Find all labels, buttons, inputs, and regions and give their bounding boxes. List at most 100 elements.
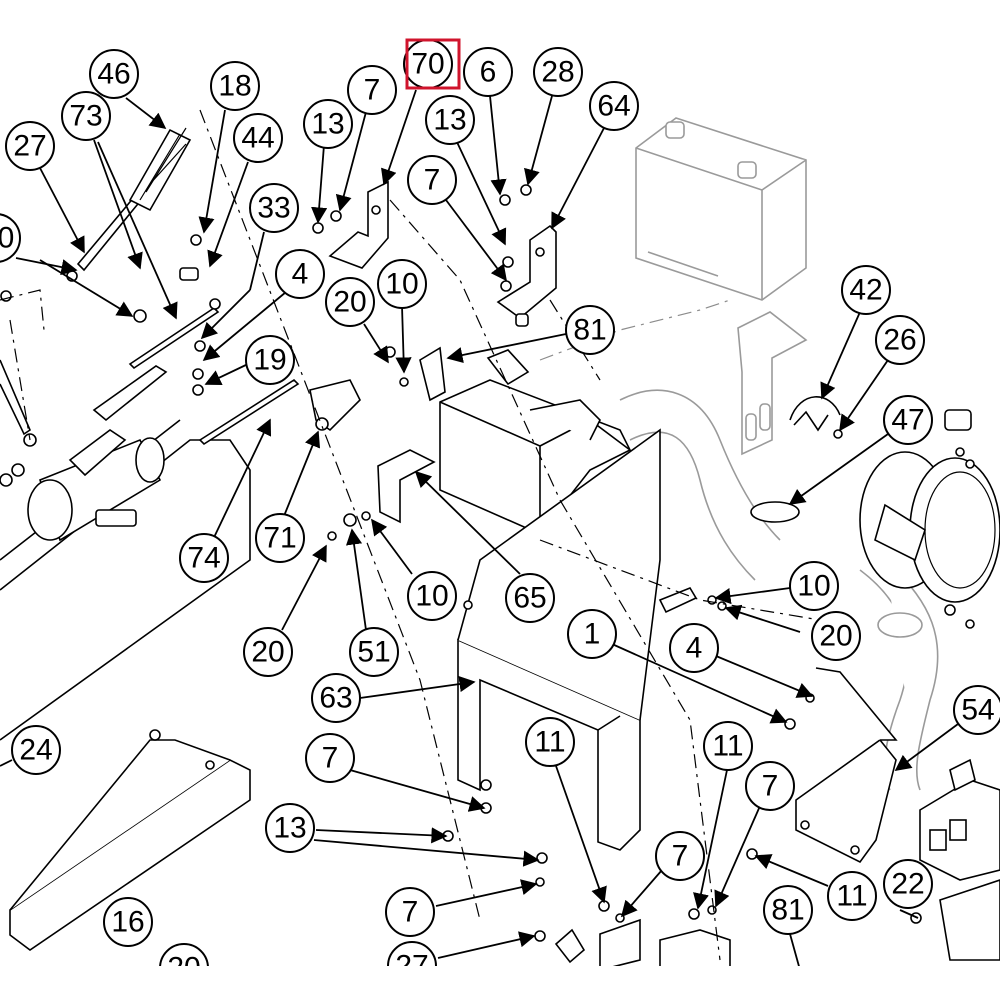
svg-text:27: 27: [13, 130, 46, 163]
svg-text:10: 10: [797, 570, 830, 603]
callout-54: 54: [953, 685, 1000, 735]
bracket-70-part: [328, 180, 389, 269]
callout-18: 18: [210, 61, 260, 111]
callout-47: 47: [883, 395, 933, 445]
svg-text:4: 4: [292, 258, 309, 291]
svg-text:13: 13: [273, 812, 306, 845]
callout-74: 74: [179, 533, 229, 583]
battery-bracket-part: [737, 311, 808, 456]
callout-11-a: 11: [525, 717, 575, 767]
svg-text:64: 64: [597, 90, 630, 123]
svg-text:71: 71: [263, 522, 296, 555]
svg-text:54: 54: [961, 694, 994, 727]
callout-81-top: 81: [565, 305, 615, 355]
svg-text:74: 74: [187, 542, 220, 575]
callout-26: 26: [875, 315, 925, 365]
svg-text:33: 33: [257, 192, 290, 225]
callout-70: 70: [403, 39, 453, 89]
bracket-65-part: [377, 449, 436, 524]
svg-text:0: 0: [0, 222, 14, 255]
svg-text:51: 51: [357, 636, 390, 669]
callout-65: 65: [505, 573, 555, 623]
callout-13-a: 13: [303, 99, 353, 149]
callout-0: 0: [0, 213, 21, 263]
callout-71: 71: [255, 513, 305, 563]
svg-text:81: 81: [573, 314, 606, 347]
svg-text:28: 28: [541, 56, 574, 89]
air-cleaner-part: [750, 409, 1000, 603]
bracket-64-part: [496, 224, 557, 327]
callout-13-c: 13: [265, 803, 315, 853]
callout-4-left: 4: [275, 249, 325, 299]
callout-19: 19: [245, 335, 295, 385]
callout-6: 6: [463, 47, 513, 97]
svg-text:65: 65: [513, 582, 546, 615]
callout-16: 16: [103, 897, 153, 947]
svg-text:4: 4: [686, 632, 703, 665]
callout-13-b: 13: [425, 95, 475, 145]
svg-text:13: 13: [311, 108, 344, 141]
callout-63: 63: [311, 673, 361, 723]
callout-20-c: 20: [811, 611, 861, 661]
svg-text:6: 6: [480, 56, 497, 89]
svg-text:70: 70: [411, 48, 444, 81]
svg-text:7: 7: [322, 742, 339, 775]
air-hose-part: [619, 389, 939, 791]
svg-text:20: 20: [251, 636, 284, 669]
callout-4-right: 4: [669, 623, 719, 673]
svg-text:7: 7: [762, 770, 779, 803]
hardware-parts: [0, 184, 1000, 972]
platform-24-part: [9, 729, 251, 951]
callout-1: 1: [567, 609, 617, 659]
bracket-54-part: [795, 667, 898, 864]
svg-text:22: 22: [891, 868, 924, 901]
callout-28: 28: [533, 47, 583, 97]
callout-11-b: 11: [703, 721, 753, 771]
svg-text:7: 7: [364, 74, 381, 107]
svg-text:11: 11: [534, 726, 565, 759]
svg-text:26: 26: [883, 324, 916, 357]
svg-text:20: 20: [819, 620, 852, 653]
callout-51: 51: [349, 627, 399, 677]
spring-part: [128, 127, 192, 212]
svg-text:11: 11: [836, 880, 867, 913]
battery-part: [635, 117, 807, 301]
callout-73: 73: [61, 91, 111, 141]
callout-20-b: 20: [243, 627, 293, 677]
lever-arm-part: [0, 188, 300, 446]
parts-drawing: [0, 109, 1000, 972]
svg-text:16: 16: [111, 906, 144, 939]
callout-10-b: 10: [407, 571, 457, 621]
svg-text:44: 44: [241, 122, 274, 155]
bottom-margin: [0, 966, 1000, 1000]
callout-64: 64: [589, 81, 639, 131]
svg-text:42: 42: [849, 274, 882, 307]
svg-text:7: 7: [402, 896, 419, 929]
leader-lines: [0, 89, 959, 971]
callout-20-a: 20: [325, 277, 375, 327]
svg-text:11: 11: [712, 730, 743, 763]
relay-block-part: [919, 779, 1000, 881]
callout-7-d: 7: [745, 761, 795, 811]
callout-46: 46: [89, 49, 139, 99]
callout-10-a: 10: [377, 259, 427, 309]
svg-text:81: 81: [771, 894, 804, 927]
callout-81-bottom: 81: [763, 885, 813, 935]
callout-7-e: 7: [655, 831, 705, 881]
svg-text:7: 7: [424, 164, 441, 197]
svg-text:1: 1: [584, 618, 601, 651]
highlight-box: [405, 38, 461, 90]
svg-text:63: 63: [319, 682, 352, 715]
callout-11-c: 11: [827, 871, 877, 921]
callout-7-b: 7: [407, 155, 457, 205]
callout-27: 27: [5, 121, 55, 171]
svg-text:7: 7: [672, 840, 689, 873]
muffler-part: [27, 429, 165, 542]
svg-text:18: 18: [218, 70, 251, 103]
svg-text:46: 46: [97, 58, 130, 91]
svg-text:24: 24: [19, 734, 52, 767]
callout-7-f: 7: [385, 887, 435, 937]
callout-7-c: 7: [305, 733, 355, 783]
callout-33: 33: [249, 183, 299, 233]
